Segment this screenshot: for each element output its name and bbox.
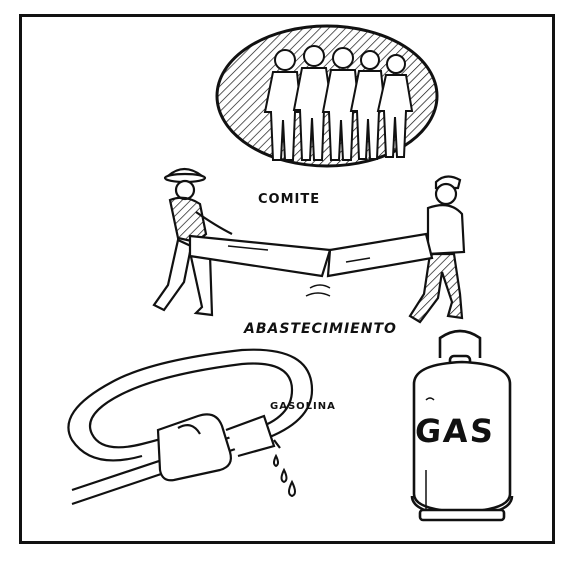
fuel-drops-icon xyxy=(274,456,295,496)
gas-tank-label: GAS xyxy=(414,412,497,450)
supply-label: ABASTECIMIENTO xyxy=(244,321,397,337)
committee-oval xyxy=(217,26,437,166)
gasoline-label: GASOLINA xyxy=(270,401,336,412)
gasoline-hose-icon xyxy=(68,350,312,504)
people-silhouettes-icon xyxy=(265,46,412,160)
carried-board xyxy=(190,234,432,296)
committee-label: COMITE xyxy=(258,192,320,207)
